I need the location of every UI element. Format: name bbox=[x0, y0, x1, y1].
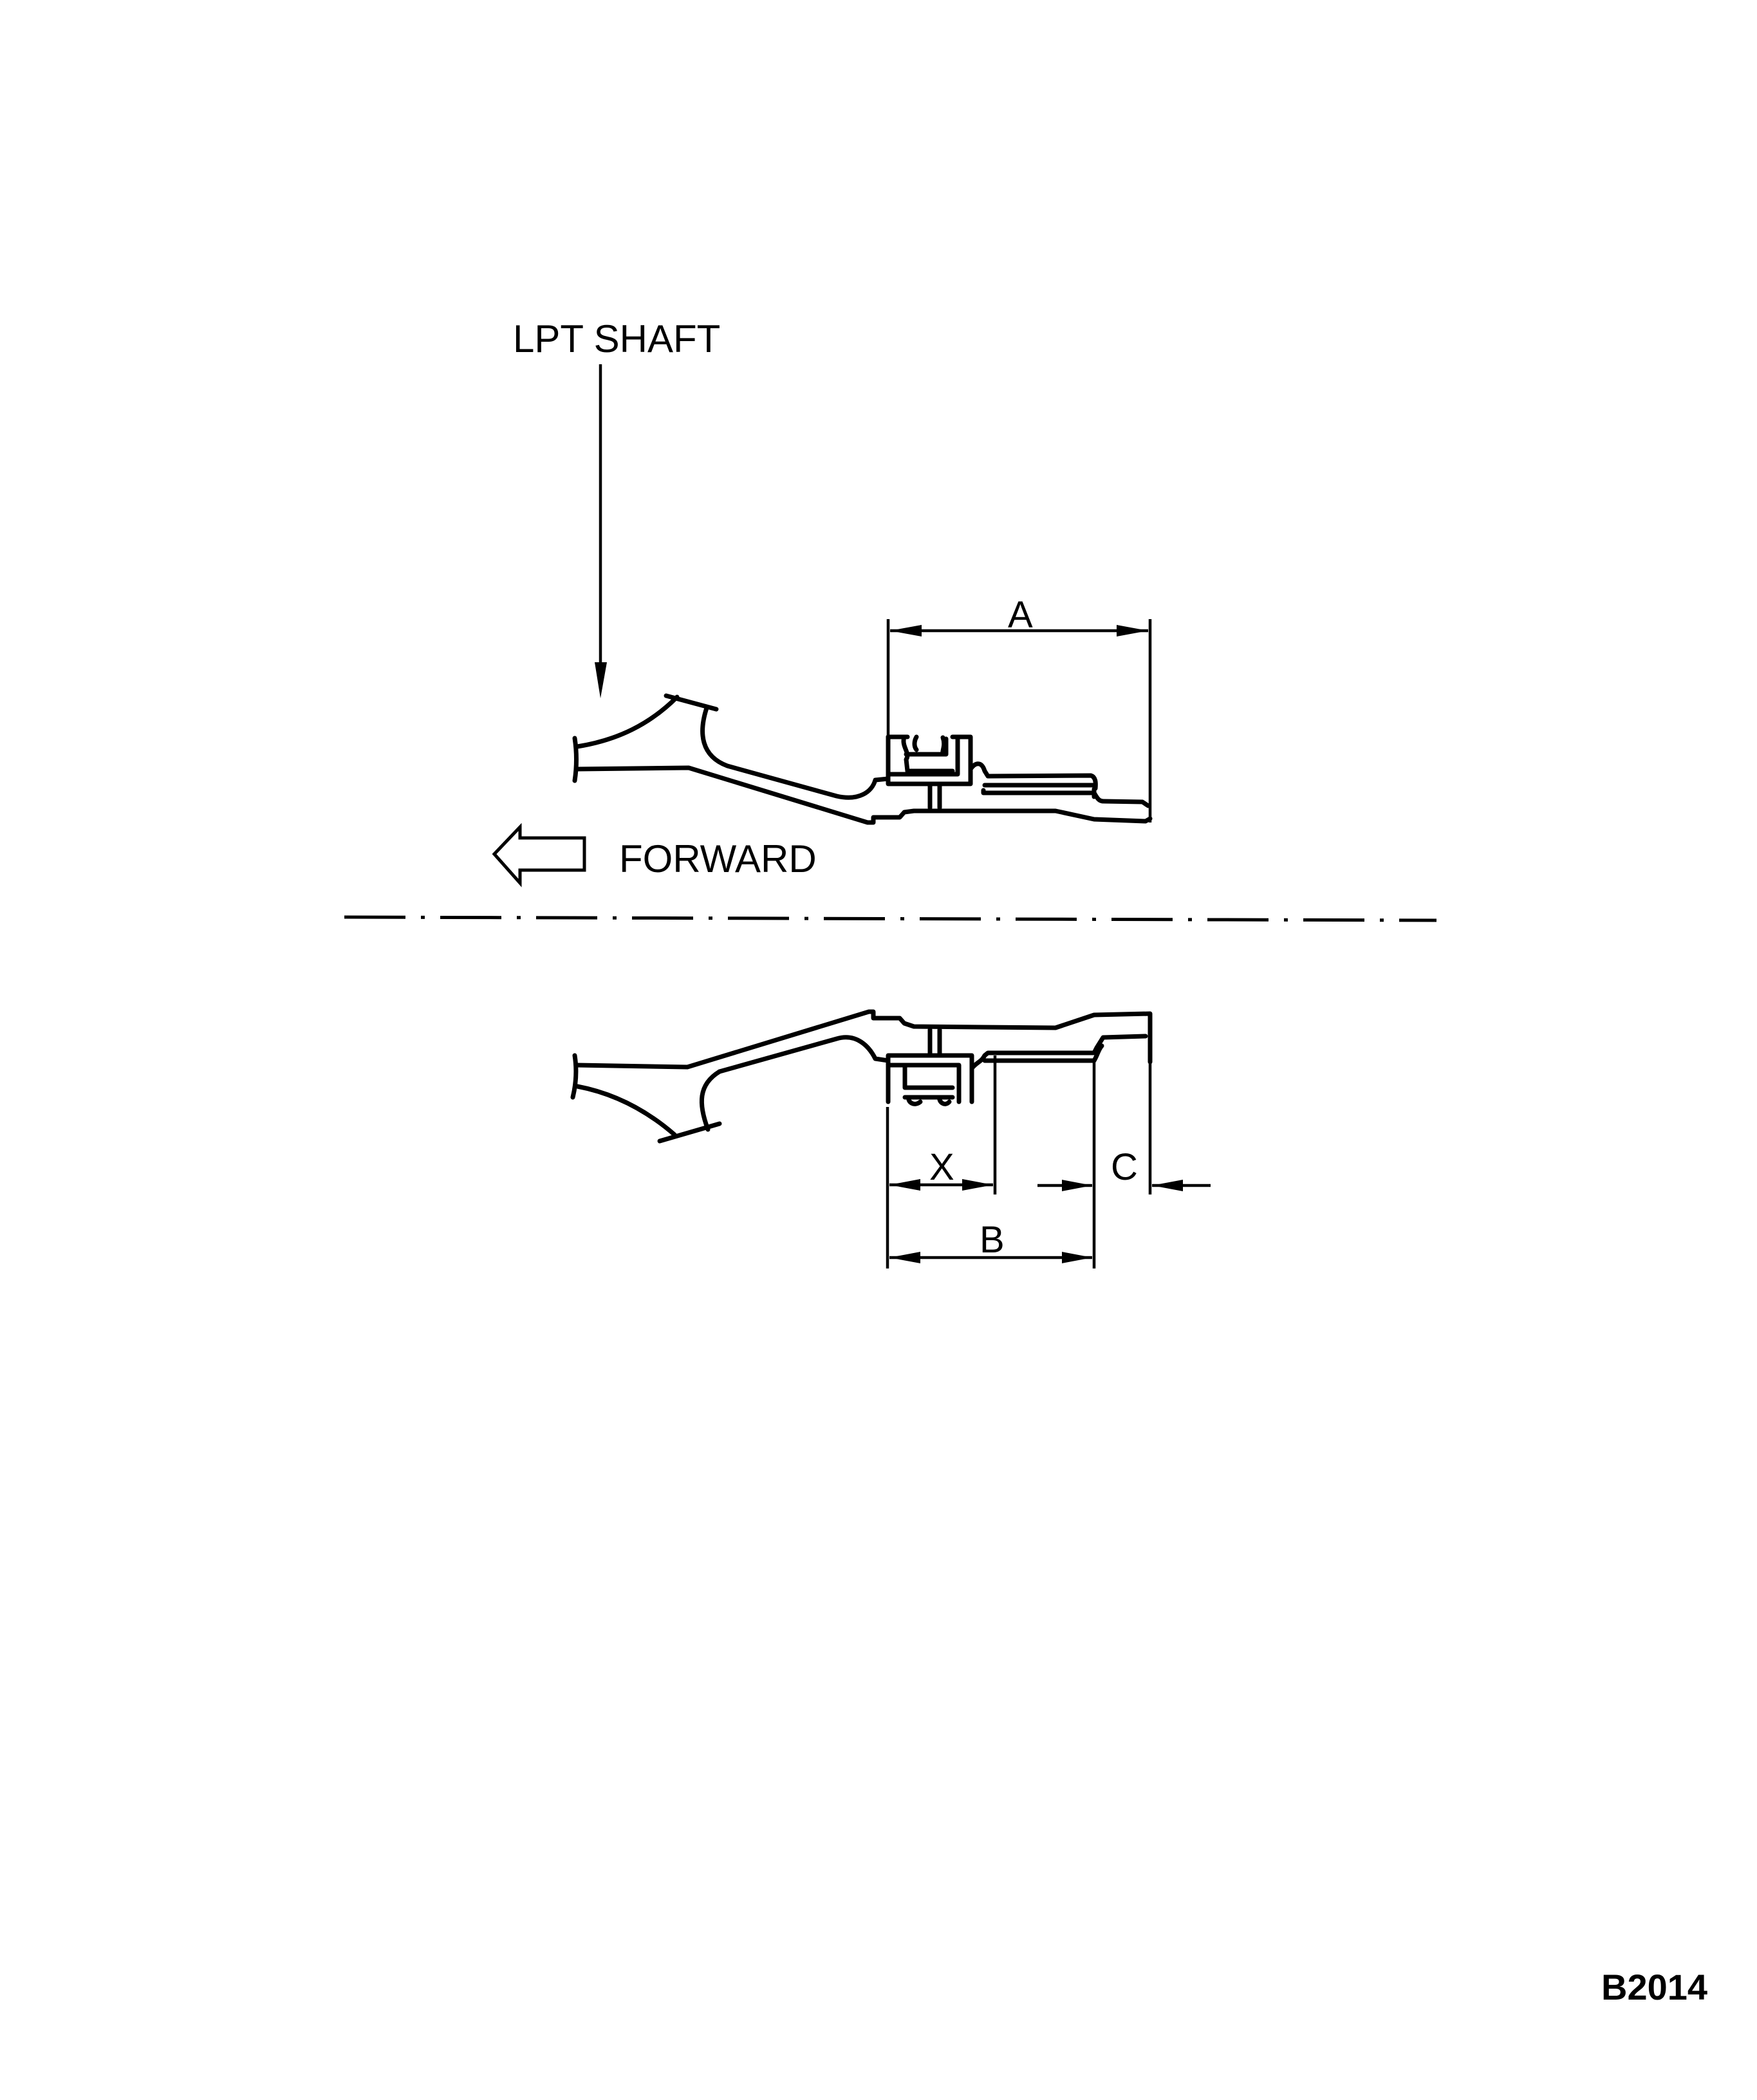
dimension-c: C bbox=[1037, 1055, 1211, 1268]
forward-indicator: FORWARD bbox=[492, 822, 817, 887]
upper-shaft-section bbox=[572, 693, 1153, 825]
dimension-b: B bbox=[889, 1219, 1092, 1263]
lpt-shaft-label: LPT SHAFT bbox=[513, 317, 720, 360]
leader-arrowhead-icon bbox=[595, 662, 607, 698]
dimension-a: A bbox=[886, 594, 1152, 822]
dimension-arrowhead-icon bbox=[890, 625, 922, 637]
dimension-arrowhead-icon bbox=[1117, 625, 1148, 637]
dimension-x-label: X bbox=[929, 1146, 954, 1188]
engine-centerline bbox=[344, 915, 1437, 922]
lower-shaft-section bbox=[570, 1009, 1153, 1144]
dimension-arrowhead-icon bbox=[1062, 1180, 1092, 1191]
dimension-arrowhead-icon bbox=[1062, 1252, 1092, 1263]
dimension-arrowhead-icon bbox=[962, 1179, 993, 1191]
dimension-x: X bbox=[886, 1055, 997, 1268]
dimension-c-label: C bbox=[1111, 1146, 1138, 1188]
dimension-b-label: B bbox=[980, 1219, 1005, 1261]
dimension-arrowhead-icon bbox=[889, 1252, 920, 1263]
lpt-shaft-callout: LPT SHAFT bbox=[513, 317, 720, 698]
dimension-arrowhead-icon bbox=[889, 1179, 920, 1191]
forward-arrow-icon bbox=[492, 822, 586, 887]
dimension-arrowhead-icon bbox=[1152, 1180, 1183, 1191]
dimension-a-label: A bbox=[1008, 594, 1033, 636]
figure-id-label: B2014 bbox=[1601, 1967, 1707, 2007]
forward-label: FORWARD bbox=[619, 837, 817, 880]
